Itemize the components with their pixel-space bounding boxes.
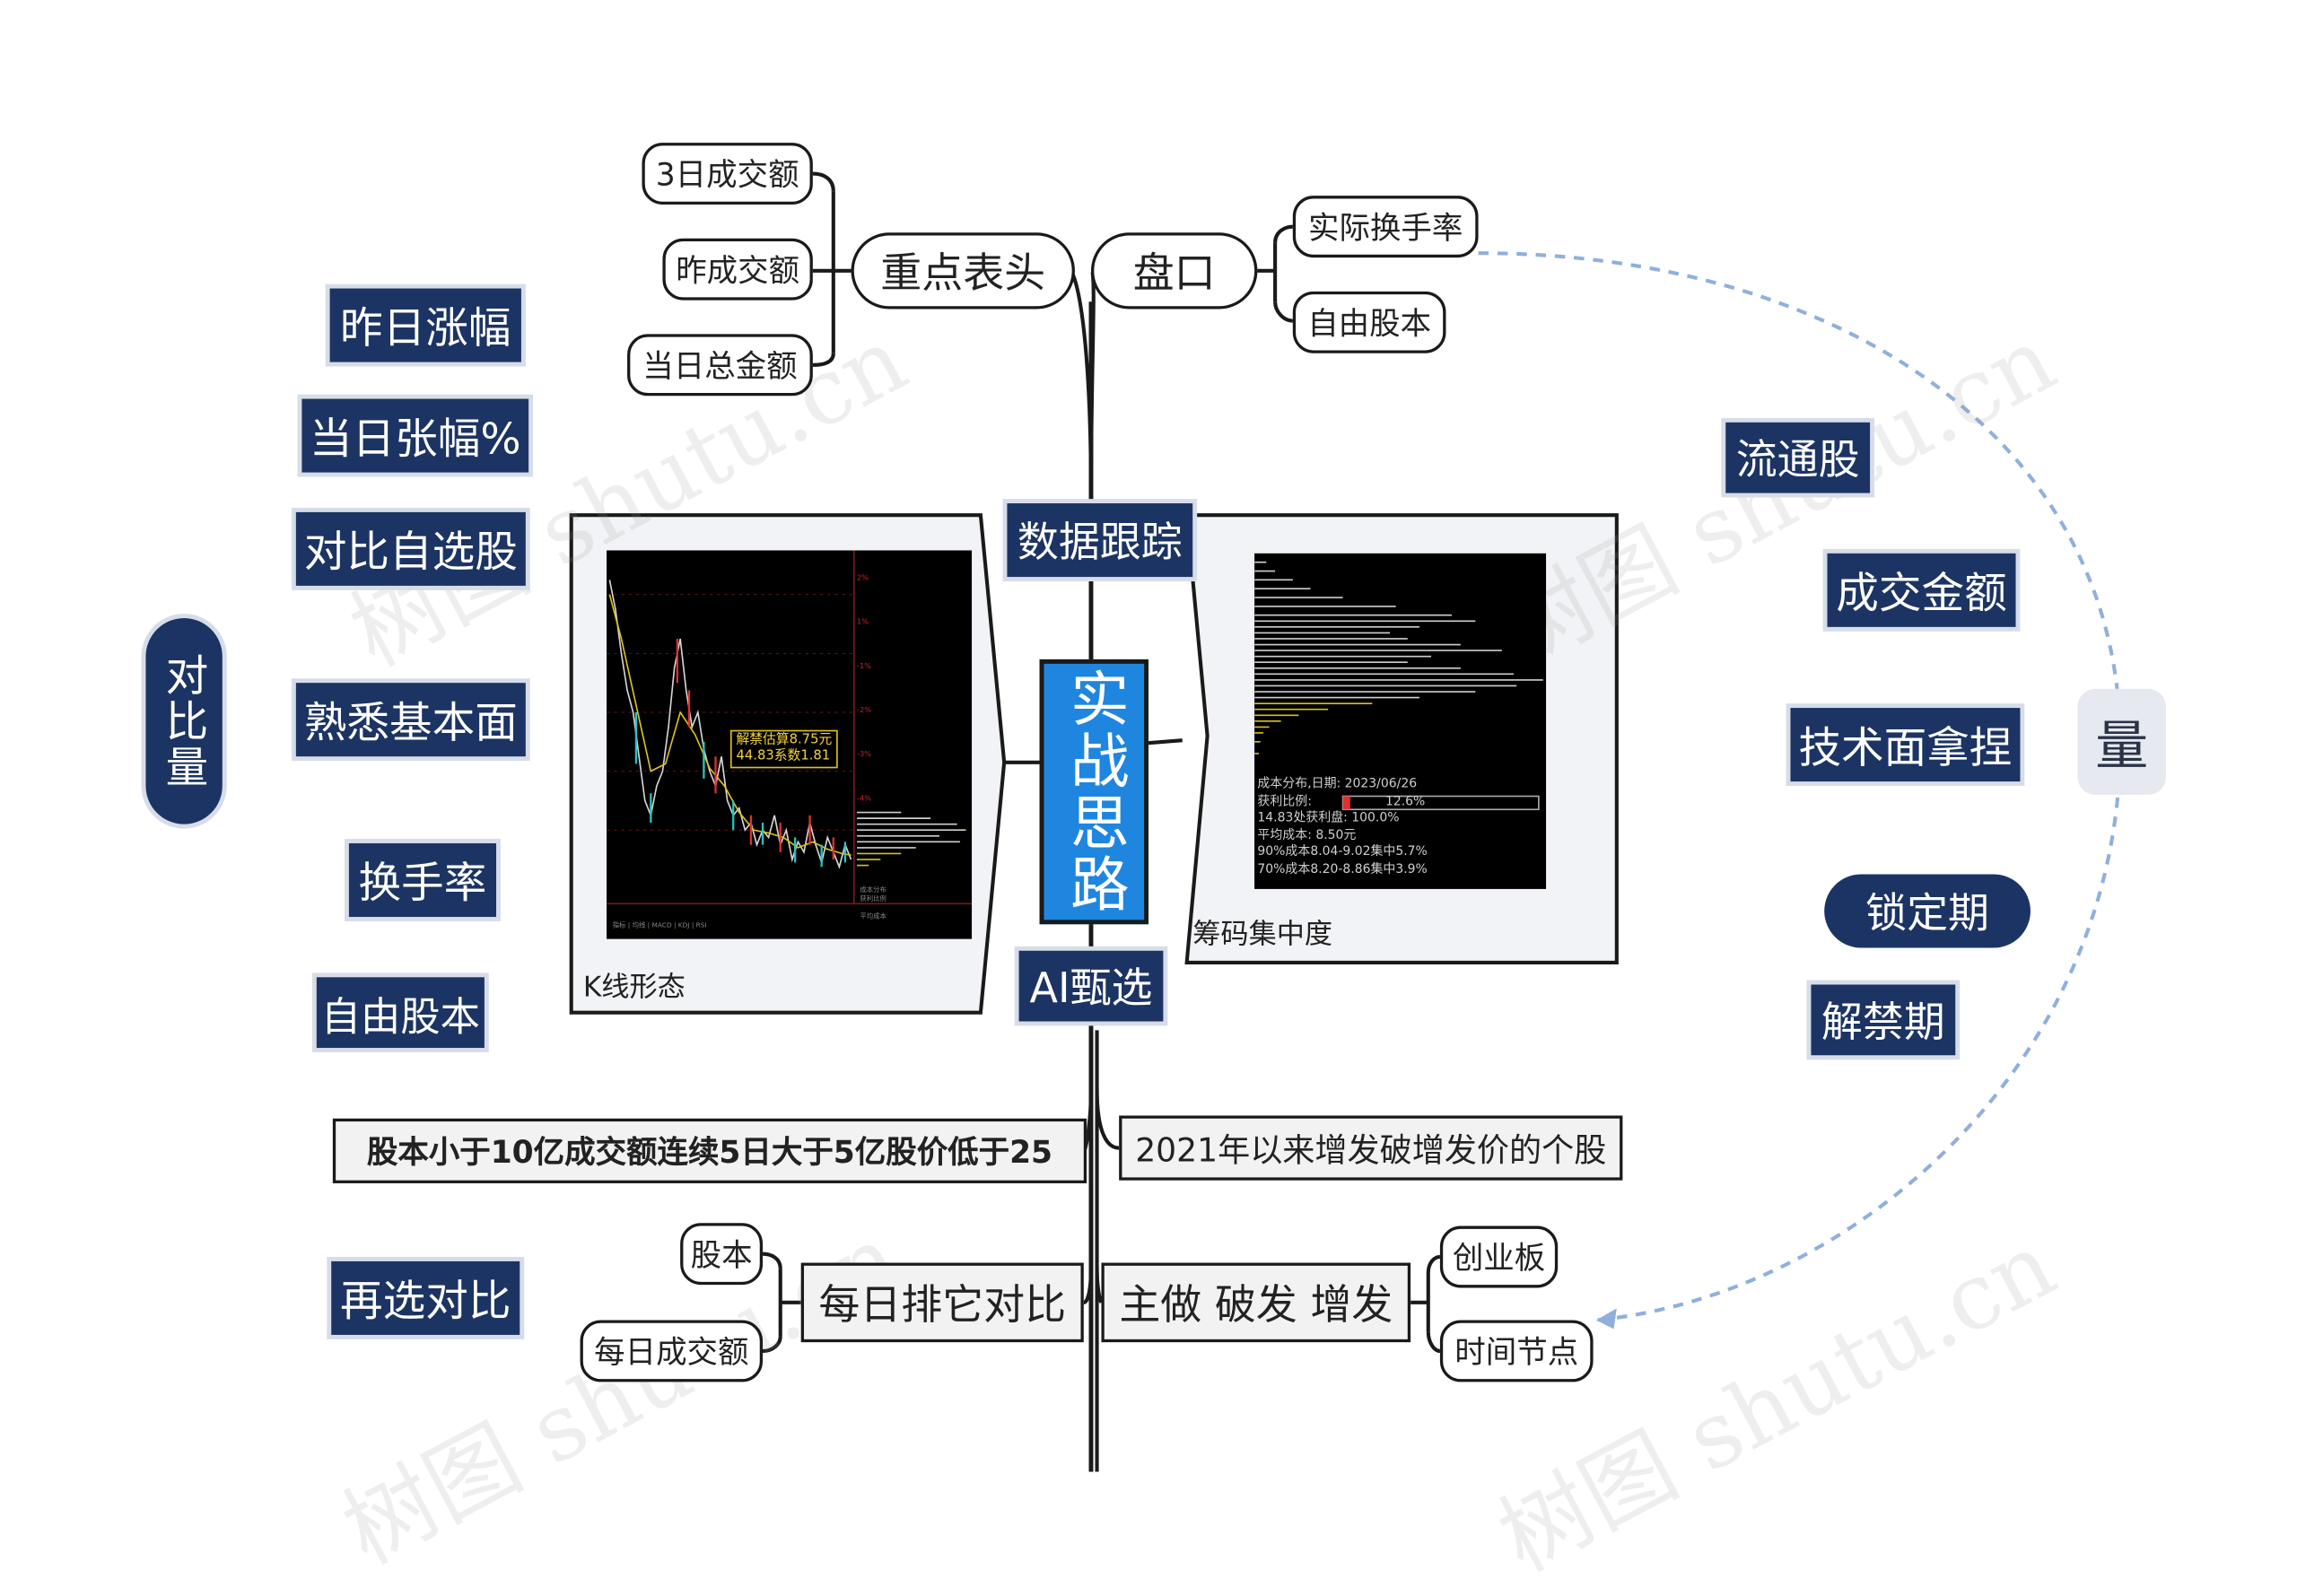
svg-text:成本分布: 成本分布 (860, 885, 886, 894)
mind-map: 树图 shutu.cn 树图 shutu.cn 树图 shutu.cn 树图 s… (145, 143, 2166, 1592)
main-strategy-node[interactable]: 主做 破发 增发 (1101, 1262, 1411, 1343)
right-tag-unlock-period[interactable]: 解禁期 (1811, 984, 1956, 1056)
svg-text:-3%: -3% (857, 749, 871, 758)
right-tag-float-shares[interactable]: 流通股 (1725, 422, 1871, 493)
chips-chart-image: 成本分布,日期: 2023/06/26 获利比例:12.6% 14.83处获利盘… (1254, 553, 1547, 889)
svg-text:-4%: -4% (857, 793, 871, 802)
branch-data-tracking[interactable]: 数据跟踪 (1007, 503, 1193, 578)
center-node[interactable]: 实战思路 (1039, 658, 1148, 925)
daily-child-volume[interactable]: 每日成交额 (580, 1320, 764, 1382)
left-tag-compare-watchlist[interactable]: 对比自选股 (295, 511, 526, 586)
right-vertical-volume[interactable]: 量 (2077, 688, 2166, 795)
daily-child-shares[interactable]: 股本 (680, 1223, 764, 1286)
left-tag-free-shares[interactable]: 自由股本 (316, 977, 485, 1049)
pankou-node[interactable]: 盘口 (1090, 232, 1258, 310)
right-tag-technical[interactable]: 技术面拿捏 (1790, 708, 2021, 782)
svg-text:平均成本: 平均成本 (860, 912, 886, 920)
focus-child-yesterday[interactable]: 昨成交额 (662, 238, 813, 301)
focus-header-node[interactable]: 重点表头 (851, 232, 1075, 310)
kline-annotation-line: 解禁估算8.75元 (736, 732, 833, 748)
main-child-time-node[interactable]: 时间节点 (1439, 1320, 1594, 1382)
svg-text:-1%: -1% (857, 661, 871, 670)
left-tag-reselect-compare[interactable]: 再选对比 (331, 1260, 520, 1335)
chips-caption: 筹码集中度 (1192, 918, 1333, 951)
chips-info-line: 成本分布,日期: 2023/06/26 (1257, 777, 1418, 792)
svg-text:获利比例: 获利比例 (860, 894, 886, 903)
pankou-child-turnover[interactable]: 实际换手率 (1292, 196, 1479, 258)
pankou-child-free-shares[interactable]: 自由股本 (1292, 291, 1446, 353)
daily-compare-node[interactable]: 每日排它对比 (800, 1262, 1084, 1343)
since-2021-node[interactable]: 2021年以来增发破增发价的个股 (1119, 1115, 1623, 1181)
left-vertical-compare-volume[interactable]: 对比量 (145, 618, 223, 824)
kline-caption: K线形态 (582, 971, 686, 1004)
condition-node[interactable]: 股本小于10亿成交额连续5日大于5亿股价低于25 (332, 1118, 1087, 1183)
kline-annotation-line: 44.83系数1.81 (736, 749, 831, 764)
branch-ai-select[interactable]: AI甄选 (1018, 950, 1164, 1022)
focus-child-3day[interactable]: 3日成交额 (642, 143, 813, 205)
svg-text:指标 | 均线 | MACD | KDJ | RSI: 指标 | 均线 | MACD | KDJ | RSI (613, 921, 707, 929)
chips-info-line: 14.83处获利盘: 100.0% (1257, 810, 1400, 826)
chips-info-line: 平均成本: 8.50元 (1257, 827, 1357, 843)
chips-info-line: 90%成本8.04-9.02集中5.7% (1257, 844, 1428, 860)
svg-text:-2%: -2% (857, 705, 871, 714)
chips-info-line: 获利比例:12.6% (1257, 794, 1426, 809)
svg-text:1%: 1% (857, 617, 869, 626)
left-tag-today-gain[interactable]: 当日张幅% (301, 398, 529, 473)
left-tag-turnover[interactable]: 换手率 (348, 843, 497, 918)
kline-chart-image: 2% 1% -1% -2% -3% -4% 成本分布获利比例平均成本 指标 | 均线 |… (607, 550, 973, 939)
right-tag-lockup-period[interactable]: 锁定期 (1824, 874, 2031, 948)
chips-info-line: 70%成本8.20-8.86集中3.9% (1257, 861, 1428, 876)
right-tag-turnover-amount[interactable]: 成交金额 (1827, 553, 2016, 627)
left-tag-yesterday-gain[interactable]: 昨日涨幅 (329, 288, 521, 362)
kline-annotation: 解禁估算8.75元 44.83系数1.81 (729, 729, 838, 769)
main-child-chinext[interactable]: 创业板 (1439, 1225, 1559, 1288)
svg-text:2%: 2% (857, 572, 869, 581)
chips-info: 成本分布,日期: 2023/06/26 获利比例:12.6% 14.83处获利盘… (1257, 777, 1427, 878)
left-tag-fundamentals[interactable]: 熟悉基本面 (295, 683, 526, 757)
focus-child-total[interactable]: 当日总金额 (627, 334, 813, 397)
